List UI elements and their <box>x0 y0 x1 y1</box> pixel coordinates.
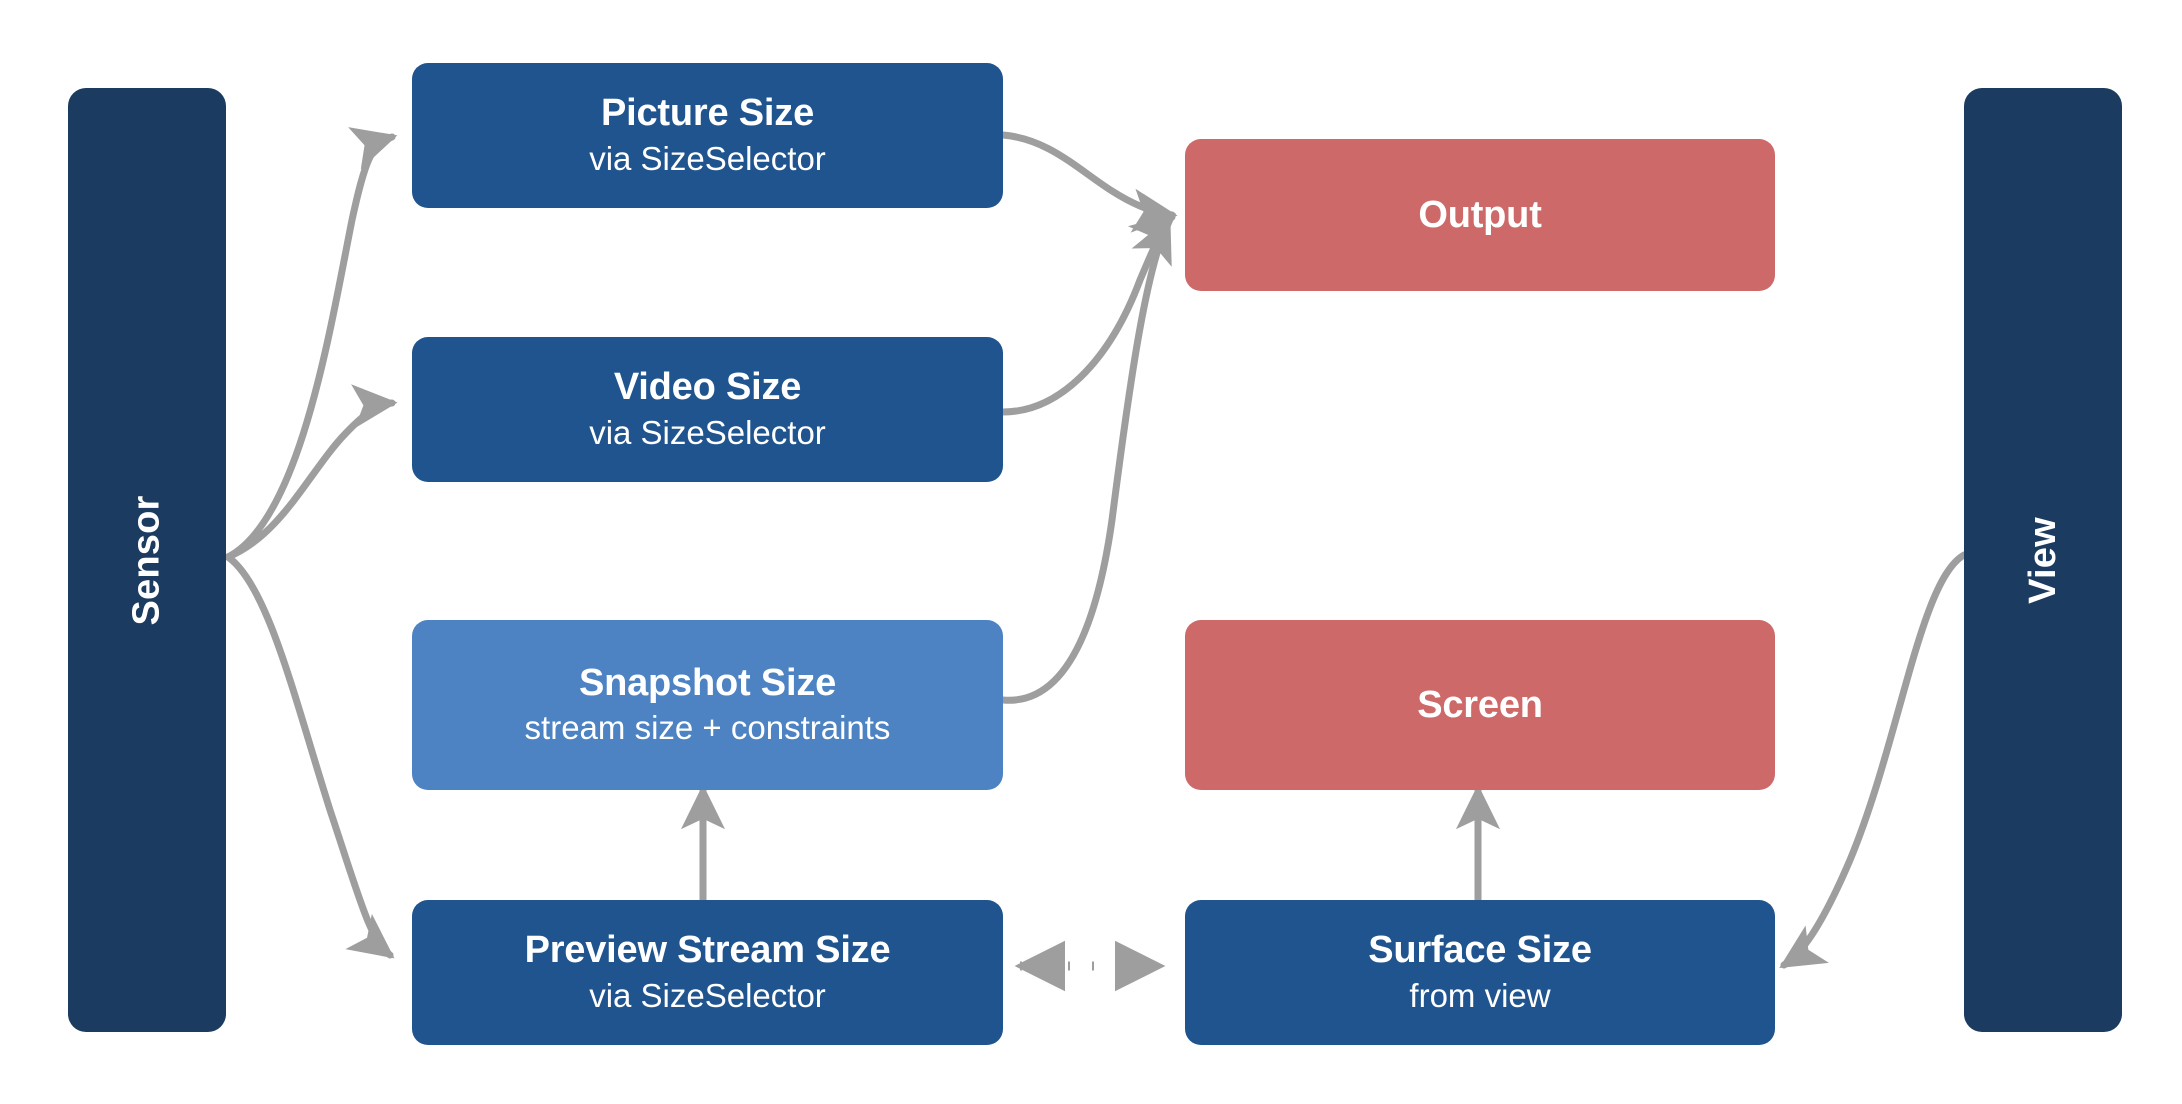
rail-view[interactable]: View <box>1964 88 2122 1032</box>
edge-video-size-to-output <box>999 213 1177 416</box>
node-output-title: Output <box>1418 193 1542 236</box>
node-picture-size-subtitle: via SizeSelector <box>589 139 826 177</box>
edge-snapshot-size-to-output <box>999 216 1172 704</box>
node-surface-size-subtitle: from view <box>1409 976 1551 1014</box>
node-preview-stream-size-title: Preview Stream Size <box>524 929 891 972</box>
node-screen[interactable]: Screen <box>1185 620 1775 790</box>
node-output[interactable]: Output <box>1185 139 1775 291</box>
node-screen-title: Screen <box>1417 683 1543 726</box>
node-picture-size-title: Picture Size <box>600 92 815 135</box>
rail-sensor[interactable]: Sensor <box>68 88 226 1032</box>
edge-picture-size-to-output <box>999 131 1178 233</box>
node-preview-stream-size-subtitle: via SizeSelector <box>589 976 826 1014</box>
rail-sensor-label: Sensor <box>125 494 168 626</box>
node-surface-size[interactable]: Surface Size from view <box>1185 900 1775 1045</box>
node-video-size-subtitle: via SizeSelector <box>589 413 826 451</box>
edge-sensor-to-video-size <box>224 384 398 561</box>
node-preview-stream-size[interactable]: Preview Stream Size via SizeSelector <box>412 900 1003 1045</box>
edge-view-to-surface-size <box>1779 551 1968 969</box>
node-video-size-title: Video Size <box>613 366 802 409</box>
node-video-size[interactable]: Video Size via SizeSelector <box>412 337 1003 482</box>
edge-sensor-to-picture-size <box>224 127 398 561</box>
node-snapshot-size-subtitle: stream size + constraints <box>524 709 891 747</box>
node-picture-size[interactable]: Picture Size via SizeSelector <box>412 63 1003 208</box>
edge-sensor-to-preview-stream-size <box>224 553 395 959</box>
node-snapshot-size-title: Snapshot Size <box>578 661 837 704</box>
node-snapshot-size[interactable]: Snapshot Size stream size + constraints <box>412 620 1003 790</box>
rail-view-label: View <box>2021 516 2064 604</box>
node-surface-size-title: Surface Size <box>1368 929 1592 972</box>
